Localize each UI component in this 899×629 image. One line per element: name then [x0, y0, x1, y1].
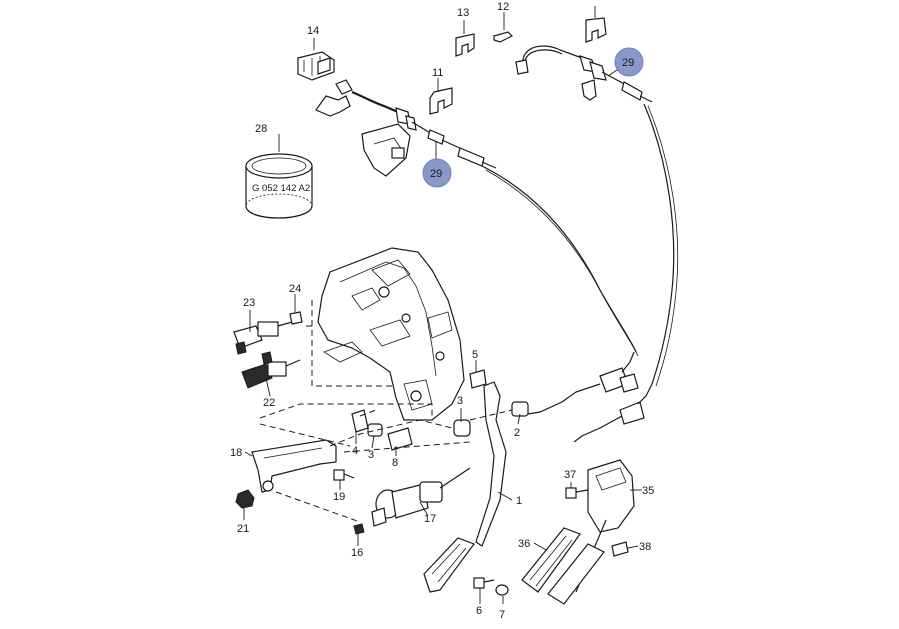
- part-13-clip: [455, 33, 475, 57]
- part-18-lever: [235, 439, 355, 509]
- highlight-badge-29-left[interactable]: 29: [422, 158, 452, 188]
- label-18: 18: [230, 447, 242, 459]
- small-parts-center: [351, 369, 529, 451]
- label-24: 24: [289, 283, 301, 295]
- label-7: 7: [499, 609, 505, 621]
- part-12-clip: [493, 31, 514, 43]
- assembly-lines: [259, 300, 513, 523]
- label-36: 36: [518, 538, 530, 550]
- label-13: 13: [457, 7, 469, 19]
- label-2: 2: [514, 427, 520, 439]
- label-21: 21: [237, 523, 249, 535]
- part-17-cylinder: [353, 467, 471, 535]
- label-38: 38: [639, 541, 651, 553]
- label-3b: 3: [368, 449, 374, 461]
- shift-cable-left: [315, 79, 639, 357]
- pedal-bracket: [317, 247, 465, 421]
- label-28: 28: [255, 123, 267, 135]
- part-23-switch: [233, 311, 303, 355]
- label-3a: 3: [457, 395, 463, 407]
- part-marking: G 052 142 A2: [252, 183, 310, 194]
- label-6: 6: [476, 605, 482, 617]
- part-11-clip: [429, 87, 453, 115]
- shift-cable-right: [515, 17, 679, 387]
- label-35: 35: [642, 485, 654, 497]
- label-1: 1: [516, 495, 522, 507]
- label-19: 19: [333, 491, 345, 503]
- label-22: 22: [263, 397, 275, 409]
- label-4: 4: [352, 445, 358, 457]
- part-22-switch: [241, 351, 301, 389]
- label-11: 11: [432, 67, 443, 79]
- label-5: 5: [472, 349, 478, 361]
- label-16: 16: [351, 547, 363, 559]
- part-labels: 14 11 13 12 28 23 24 22 5 3 4 3 8 2 18 1…: [230, 1, 654, 621]
- badge-29-label-right: 29: [622, 57, 634, 69]
- part-14-clamp: [297, 51, 335, 81]
- label-23: 23: [243, 297, 255, 309]
- badge-29-label-left: 29: [430, 168, 442, 180]
- label-17: 17: [424, 513, 436, 525]
- accelerator-module: [521, 459, 635, 605]
- label-12: 12: [497, 1, 509, 13]
- highlight-badge-29-right[interactable]: 29: [614, 47, 644, 77]
- part-28-ring: G 052 142 A2: [245, 153, 313, 219]
- label-8: 8: [392, 457, 398, 469]
- lower-cables: [527, 351, 653, 443]
- label-37: 37: [564, 469, 576, 481]
- label-14: 14: [307, 25, 319, 37]
